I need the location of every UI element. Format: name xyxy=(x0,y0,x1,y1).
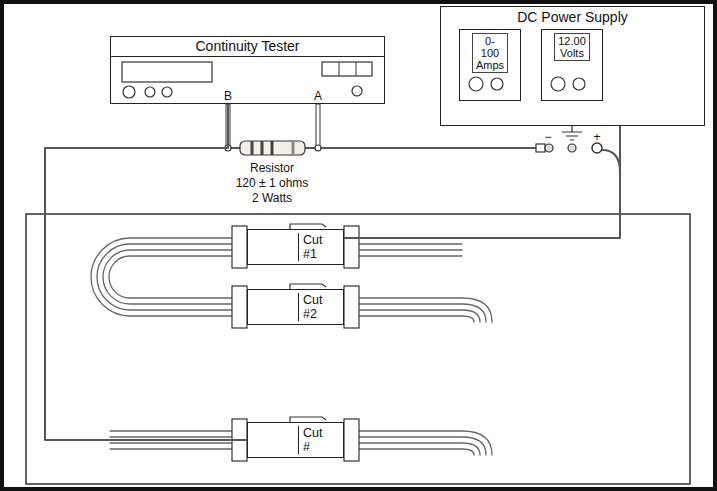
meter-label: 12.00 Volts xyxy=(554,33,590,61)
meter-panel: 12.00 Volts xyxy=(541,29,603,101)
part-label: 2 Watts xyxy=(252,191,292,205)
part-label: Resistor xyxy=(250,161,294,175)
supply-terminal xyxy=(568,144,576,152)
tester-indicator xyxy=(322,62,372,76)
cut-label: Cut #1 xyxy=(298,233,322,261)
cut-end-cap xyxy=(232,226,247,268)
tester-display xyxy=(122,62,212,82)
label-slot: + xyxy=(590,127,604,145)
label-slot: 120 ± 1 ohms xyxy=(202,173,342,191)
power-supply-box: DC Power Supply 0-100 Amps 12.00 Volts xyxy=(440,6,705,126)
part-label: + xyxy=(593,130,600,144)
cut-end-cap xyxy=(344,286,359,328)
assembly-frame xyxy=(26,214,690,484)
tester-knob xyxy=(352,86,362,96)
connecting-wire xyxy=(45,104,247,440)
cut-label: Cut #2 xyxy=(298,293,322,321)
label-slot: 2 Watts xyxy=(202,188,342,206)
cut-end-cap xyxy=(344,226,359,268)
label-slot: B xyxy=(221,86,235,104)
label-slot: A xyxy=(311,86,325,104)
cut-box: Cut #1 xyxy=(247,229,344,265)
cut-box: Cut # xyxy=(247,422,344,458)
supply-knob xyxy=(573,78,585,90)
part-label: 120 ± 1 ohms xyxy=(236,176,309,190)
meter-panel: 0-100 Amps xyxy=(459,29,521,101)
tester-knob xyxy=(145,87,155,97)
label-slot: − xyxy=(541,127,555,145)
resistor-band xyxy=(252,141,272,155)
probe-post xyxy=(316,104,320,146)
cut-label: Cut # xyxy=(298,426,322,454)
ground-symbol xyxy=(562,126,582,140)
cut-end-cap xyxy=(344,419,359,461)
supply-knob xyxy=(491,78,503,90)
supply-terminal xyxy=(592,143,602,153)
supply-knob xyxy=(469,77,483,91)
cut-box: Cut #2 xyxy=(247,289,344,325)
lead-wire xyxy=(602,150,620,172)
part-label: B xyxy=(224,89,232,103)
meter-label: 0-100 Amps xyxy=(472,33,508,73)
indicator-divider xyxy=(339,62,356,76)
tester-knob xyxy=(123,86,135,98)
terminal-dot xyxy=(315,145,321,151)
wire-plug xyxy=(536,144,545,152)
cut-end-cap xyxy=(232,286,247,328)
supply-knob xyxy=(551,77,565,91)
resistor-band xyxy=(292,141,295,155)
part-label: − xyxy=(544,130,551,144)
supply-terminal xyxy=(545,144,553,152)
device-title: DC Power Supply xyxy=(441,7,704,25)
resistor-symbol xyxy=(240,141,305,155)
device-title: Continuity Tester xyxy=(111,37,384,57)
tester-knob xyxy=(162,87,172,97)
part-label: A xyxy=(314,89,322,103)
label-slot: Resistor xyxy=(202,158,342,176)
connecting-wire xyxy=(344,126,620,238)
tester-box: Continuity Tester xyxy=(110,36,385,104)
